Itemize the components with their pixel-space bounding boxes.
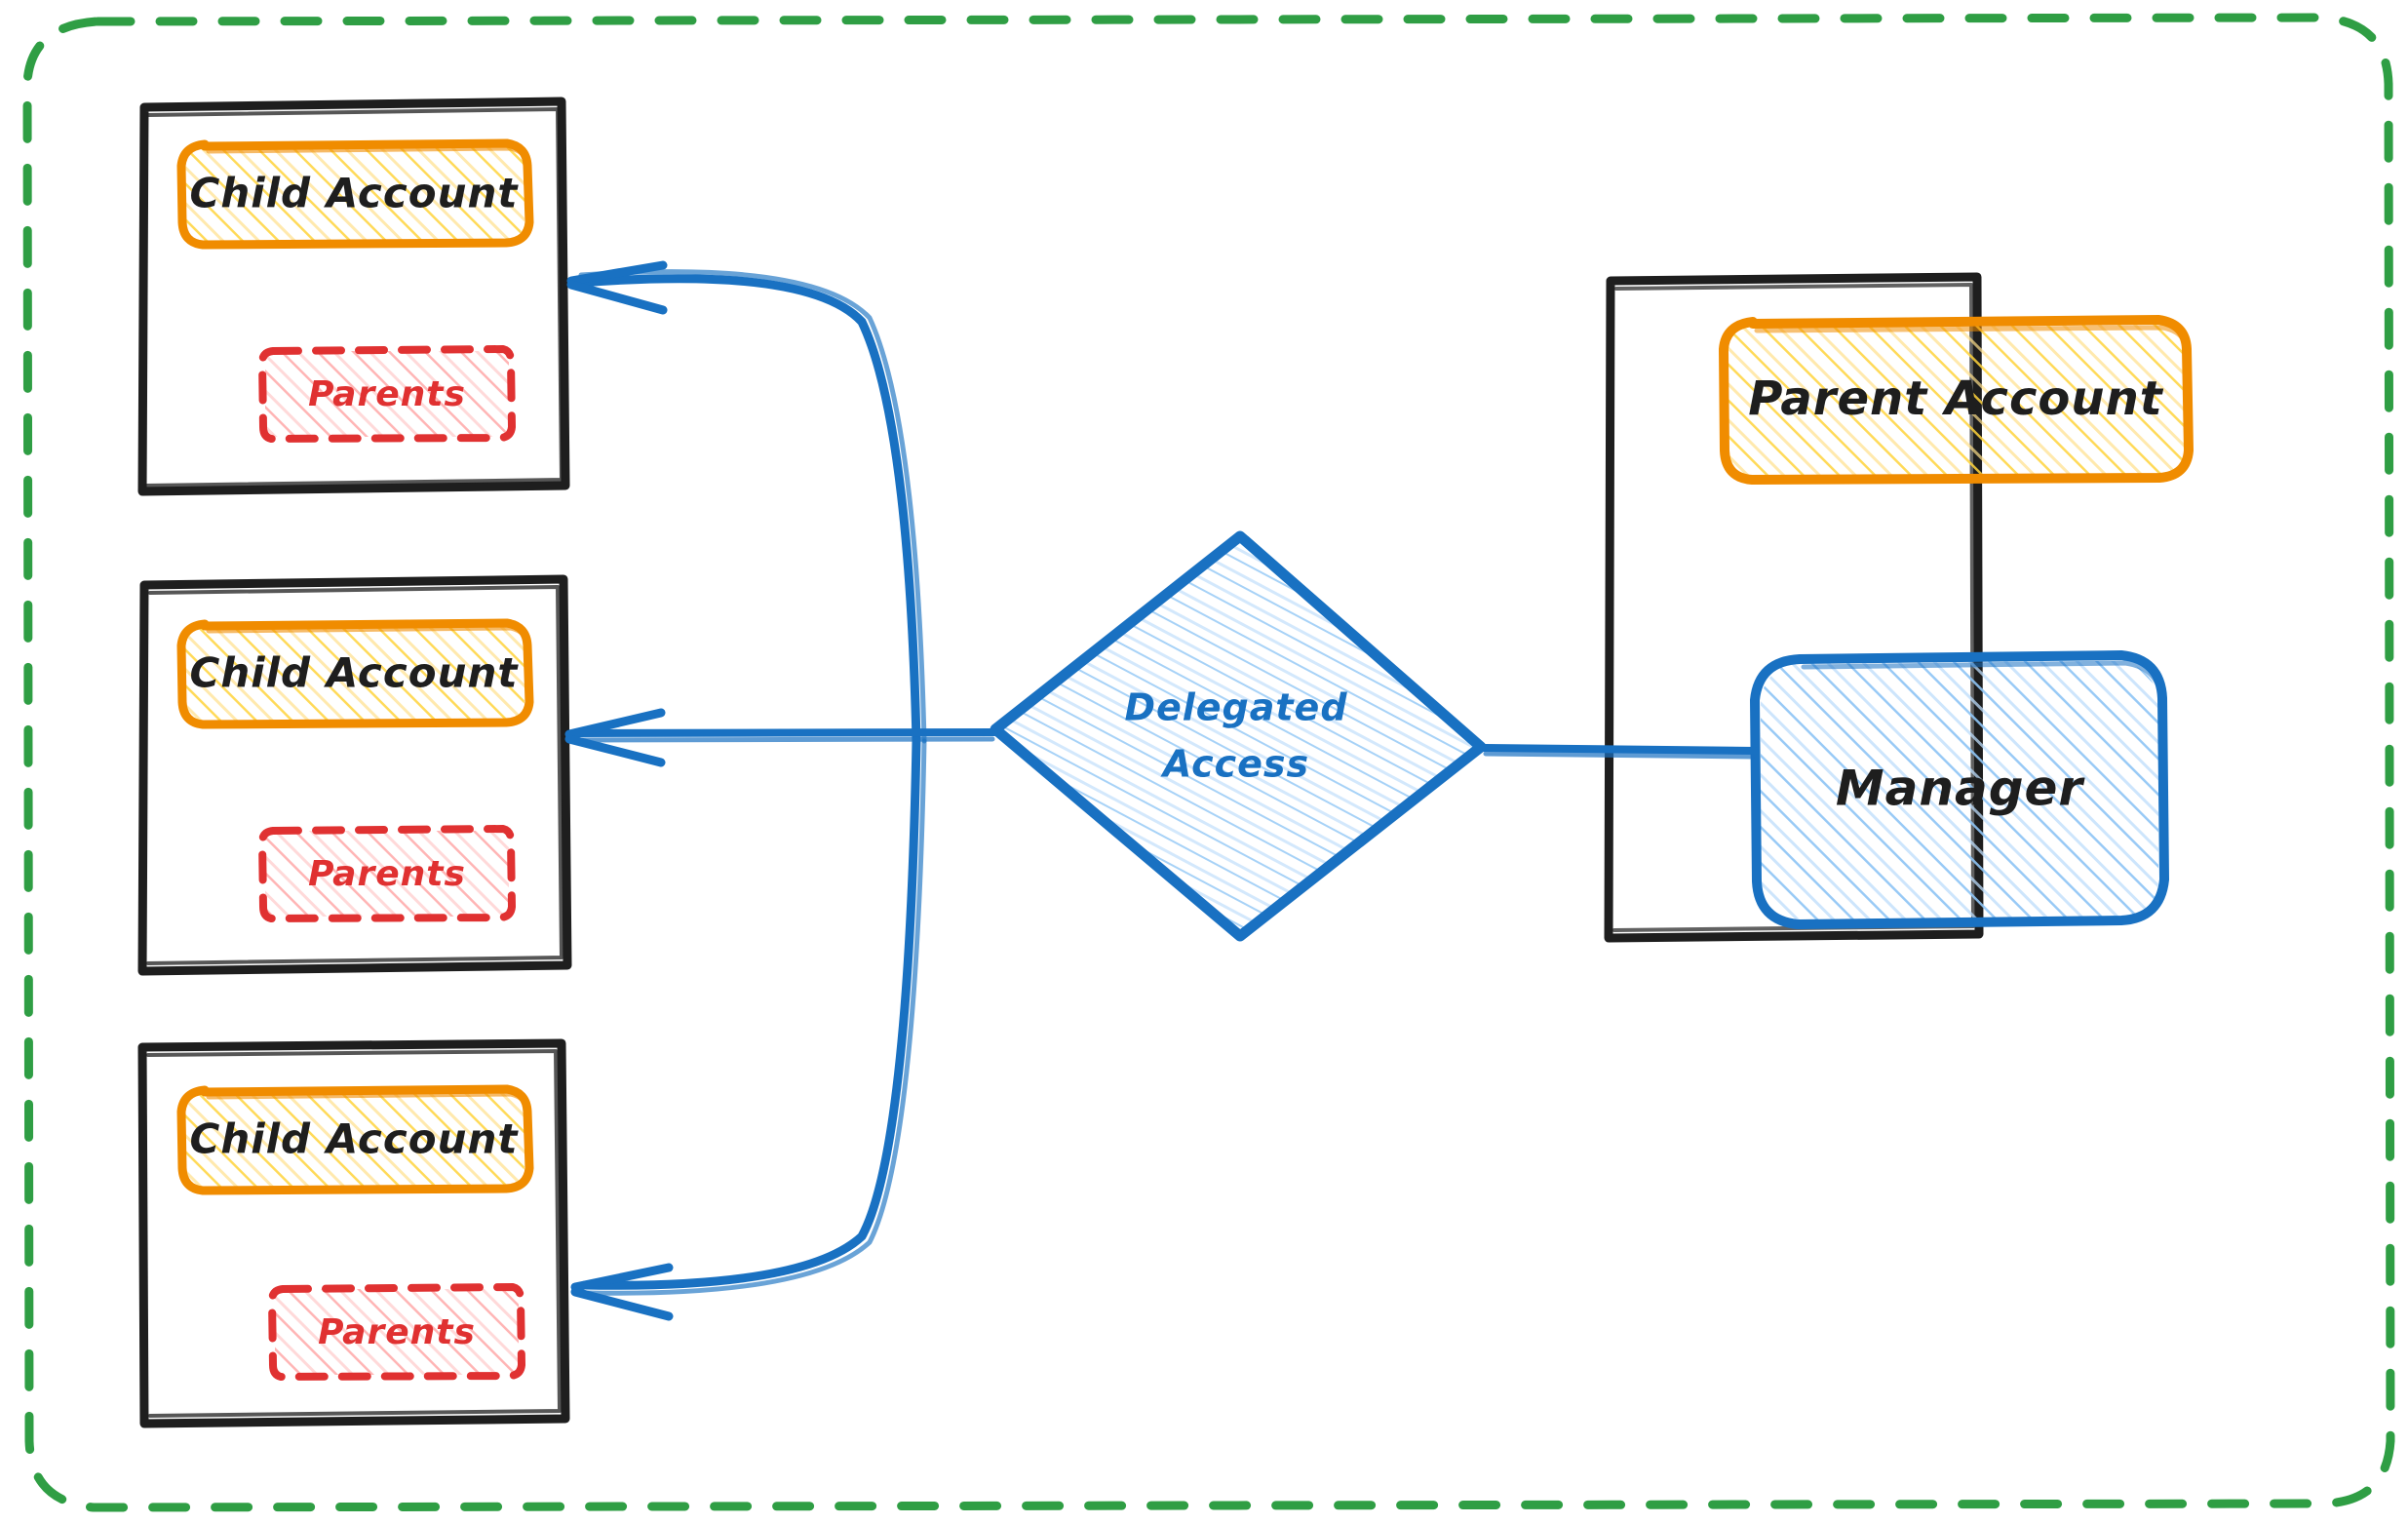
- child-account-box-1[interactable]: Child Account: [176, 138, 534, 250]
- child-account-label-3: Child Account: [190, 1115, 520, 1163]
- parents-label-1: Parents: [308, 374, 466, 414]
- delegated-access-node[interactable]: Delegated Access: [990, 530, 1489, 942]
- connector-delegated-access-to-child-1[interactable]: [566, 260, 927, 746]
- parents-box-2[interactable]: Parents: [258, 825, 516, 922]
- child-account-container-3[interactable]: [137, 1038, 570, 1428]
- connector-manager-to-delegated-access[interactable]: [1478, 744, 1759, 760]
- child-account-container-1[interactable]: [137, 97, 570, 496]
- parent-account-label: Parent Account: [1748, 371, 2163, 426]
- child-account-box-2[interactable]: Child Account: [176, 618, 534, 729]
- child-account-label-1: Child Account: [190, 170, 520, 217]
- parent-account-box[interactable]: Parent Account: [1719, 315, 2194, 485]
- manager-box[interactable]: Manager: [1750, 650, 2169, 929]
- child-account-label-2: Child Account: [190, 649, 520, 697]
- delegated-access-line1: Delegated: [1124, 686, 1347, 729]
- parents-box-3[interactable]: Parents: [268, 1283, 525, 1381]
- parents-label-2: Parents: [308, 854, 466, 894]
- child-account-container-2[interactable]: [137, 574, 572, 976]
- connector-delegated-access-to-child-2[interactable]: [564, 708, 998, 767]
- parents-label-3: Parents: [318, 1312, 476, 1352]
- connector-delegated-access-to-child-3[interactable]: [570, 736, 927, 1321]
- parents-box-1[interactable]: Parents: [258, 345, 516, 443]
- delegated-access-line2: Access: [1160, 743, 1309, 786]
- manager-label: Manager: [1836, 761, 2086, 817]
- organization-boundary: [22, 13, 2395, 1512]
- child-account-box-3[interactable]: Child Account: [176, 1084, 534, 1195]
